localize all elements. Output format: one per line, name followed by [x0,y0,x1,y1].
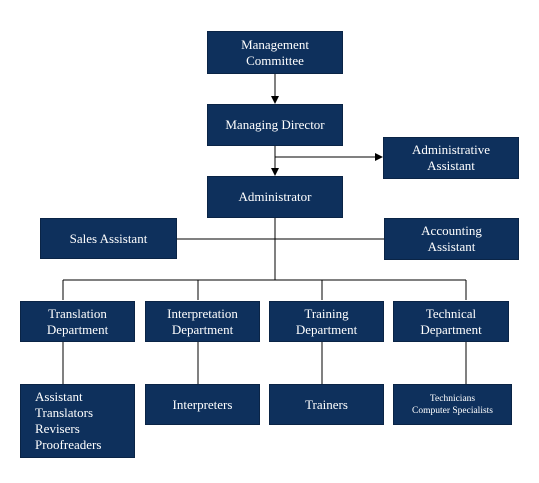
managing-director-label: Managing Director [225,117,325,132]
accounting-assistant-box: Accounting Assistant [384,218,519,260]
translation-staff-label: Assistant Translators Revisers Proofread… [35,389,102,452]
administrative-assistant-box: Administrative Assistant [383,137,519,179]
sales-assistant-label: Sales Assistant [69,230,148,246]
technical-staff-label: Technicians Computer Specialists [411,393,493,416]
training-staff-label: Trainers [305,396,348,412]
technical-staff-box: Technicians Computer Specialists [393,384,512,425]
management-committee-box: Management Committee [207,31,343,74]
translation-staff-box: Assistant Translators Revisers Proofread… [20,384,135,458]
translation-department-label: Translation Department [46,305,109,337]
administrator-label: Administrator [238,189,312,204]
accounting-assistant-label: Accounting Assistant [421,223,482,254]
training-department-label: Training Department [295,305,358,337]
administrator-box: Administrator [207,176,343,218]
interpretation-department-box: Interpretation Department [145,301,260,342]
interpretation-department-label: Interpretation Department [167,305,238,337]
interpretation-staff-label: Interpreters [172,396,233,412]
interpretation-staff-box: Interpreters [145,384,260,425]
management-committee-label: Management Committee [241,36,309,68]
administrative-assistant-label: Administrative Assistant [412,142,490,173]
managing-director-box: Managing Director [207,104,343,146]
sales-assistant-box: Sales Assistant [40,218,177,259]
technical-department-box: Technical Department [393,301,509,342]
training-staff-box: Trainers [269,384,384,425]
technical-department-label: Technical Department [420,305,482,337]
training-department-box: Training Department [269,301,384,342]
translation-department-box: Translation Department [20,301,135,342]
